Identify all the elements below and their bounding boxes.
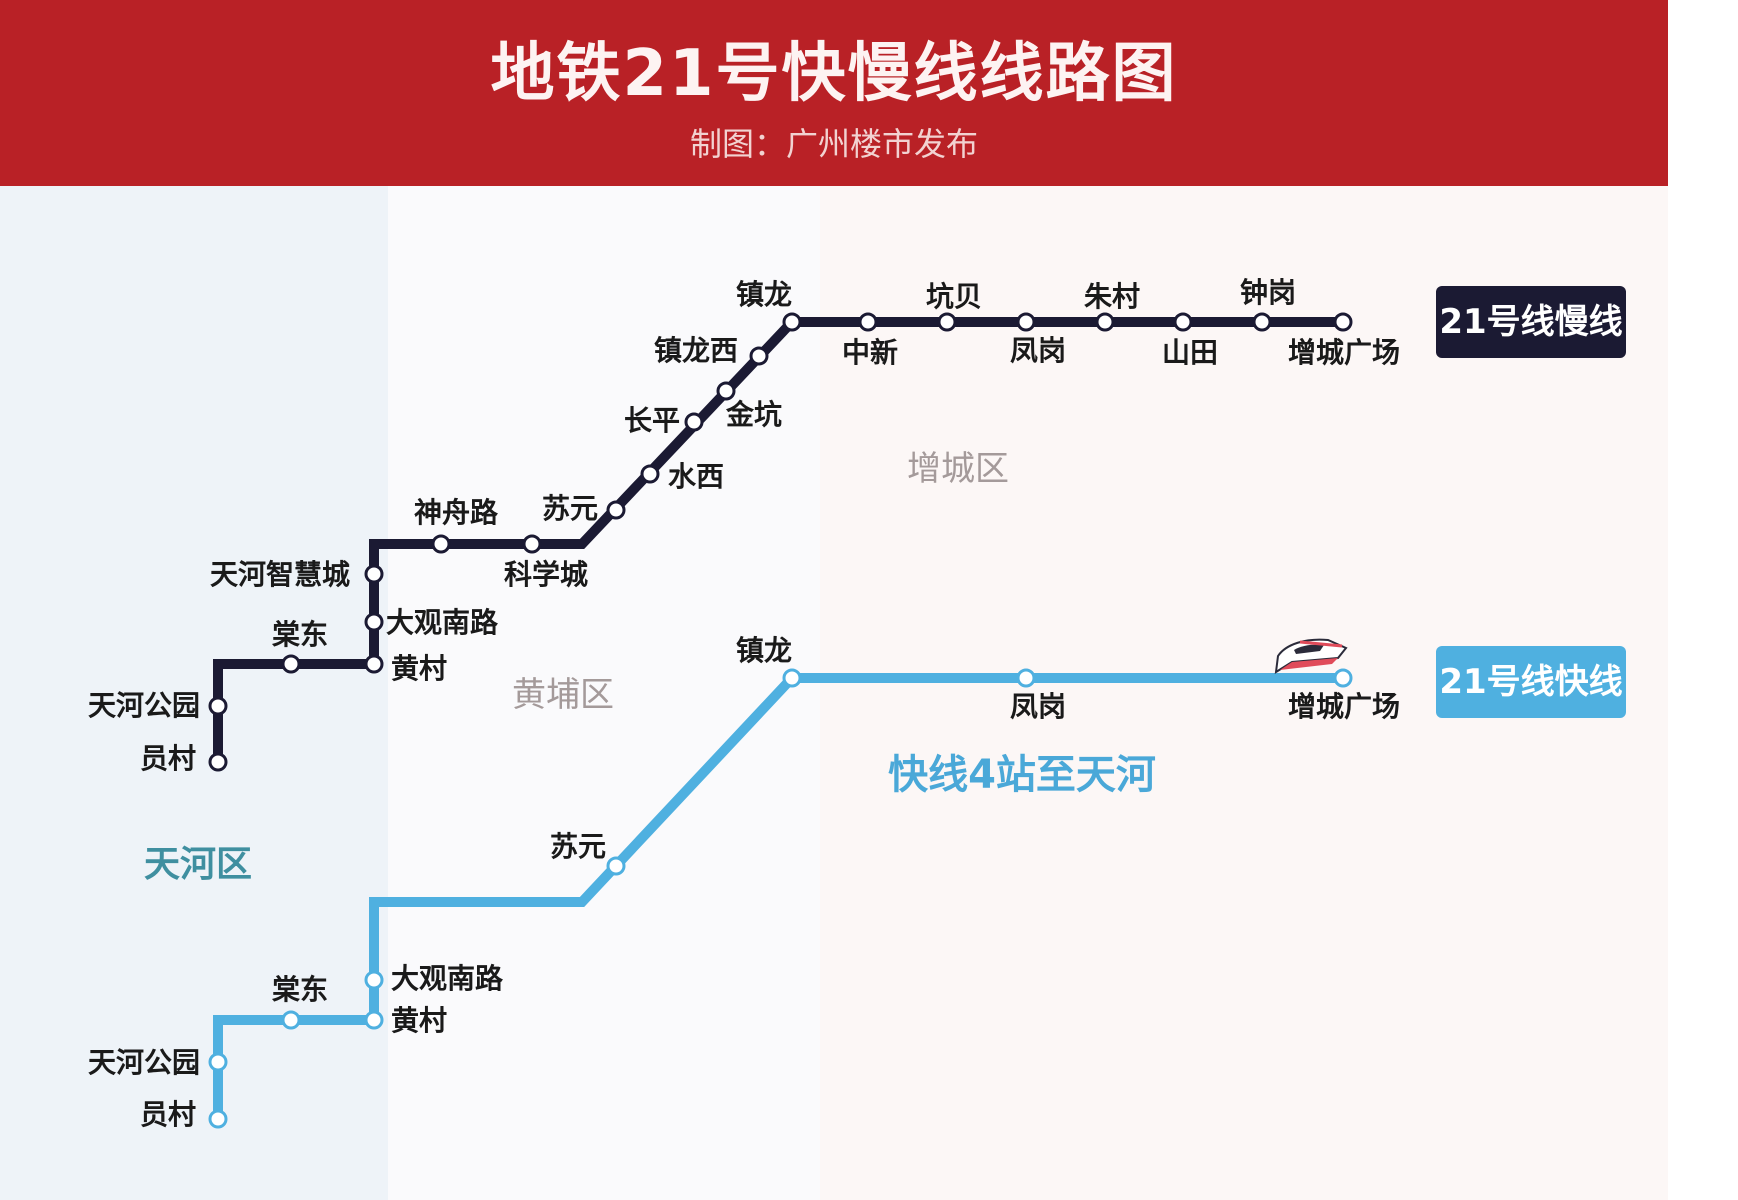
station-node[interactable]	[684, 412, 704, 432]
station-node[interactable]	[364, 612, 384, 632]
station-label: 大观南路	[386, 606, 499, 639]
station-label: 天河公园	[88, 1046, 200, 1079]
station-node[interactable]	[364, 654, 384, 674]
huangpu-district-zone	[388, 186, 820, 1200]
station-node[interactable]	[1333, 668, 1353, 688]
station-node[interactable]	[364, 1010, 384, 1030]
station-label: 苏元	[550, 830, 606, 863]
station-label: 大观南路	[391, 962, 504, 995]
map-credit: 制图：广州楼市发布	[689, 125, 978, 163]
station-label: 苏元	[542, 492, 598, 525]
fast-line-route	[213, 673, 1343, 1119]
station-label: 朱村	[1084, 280, 1140, 313]
station-label: 镇龙	[736, 278, 792, 311]
station-node[interactable]	[858, 312, 878, 332]
fast-line-stations	[208, 668, 1353, 1129]
station-node[interactable]	[208, 1109, 228, 1129]
station-node[interactable]	[606, 856, 626, 876]
station-label: 天河智慧城	[210, 558, 350, 591]
station-label: 黄村	[391, 652, 447, 685]
station-label: 神舟路	[414, 496, 499, 529]
district-label-huangpu: 黄埔区	[512, 675, 614, 715]
station-label: 镇龙西	[654, 334, 738, 367]
station-node[interactable]	[782, 312, 802, 332]
slow-line-labels: 员村 天河公园 棠东 黄村 大观南路 天河智慧城 神舟路 科学城 苏元 水西 长…	[88, 276, 1400, 775]
station-label: 镇龙	[736, 634, 792, 667]
station-label: 凤岗	[1010, 334, 1066, 367]
station-node[interactable]	[1095, 312, 1115, 332]
station-node[interactable]	[281, 654, 301, 674]
right-margin	[1668, 0, 1738, 1200]
station-node[interactable]	[431, 534, 451, 554]
fast-line-labels: 员村 天河公园 棠东 黄村 大观南路 苏元 镇龙 凤岗 增城广场	[88, 634, 1400, 1131]
station-node[interactable]	[716, 381, 736, 401]
station-label: 增城广场	[1288, 690, 1400, 723]
station-label: 员村	[140, 742, 196, 775]
map-title: 地铁21号快慢线线路图	[490, 37, 1178, 111]
station-label: 长平	[624, 404, 680, 437]
station-label: 凤岗	[1010, 690, 1066, 723]
station-label: 天河公园	[88, 689, 200, 722]
station-label: 山田	[1162, 336, 1218, 369]
station-node[interactable]	[364, 564, 384, 584]
station-label: 钟岗	[1240, 276, 1296, 309]
slow-line-stations	[208, 312, 1353, 772]
legend-slow-line: 21号线慢线	[1436, 286, 1626, 358]
title-banner: 地铁21号快慢线线路图 制图：广州楼市发布	[0, 0, 1668, 186]
station-node[interactable]	[640, 464, 660, 484]
station-node[interactable]	[1173, 312, 1193, 332]
station-label: 增城广场	[1288, 336, 1400, 369]
station-label: 坑贝	[926, 280, 982, 313]
station-label: 金坑	[725, 398, 782, 431]
station-label: 中新	[842, 336, 898, 369]
station-label: 科学城	[504, 558, 588, 591]
tianhe-district-zone	[0, 186, 388, 1200]
fast-line-note: 快线4站至天河	[888, 752, 1156, 798]
station-node[interactable]	[522, 534, 542, 554]
high-speed-train-icon	[1274, 638, 1348, 674]
station-node[interactable]	[1333, 312, 1353, 332]
station-node[interactable]	[208, 696, 228, 716]
station-label: 棠东	[271, 973, 328, 1006]
route-map: 增城区 黄埔区 天河区 快线4站至天河	[88, 276, 1400, 1131]
station-label: 员村	[140, 1098, 196, 1131]
district-label-tianhe: 天河区	[144, 844, 252, 885]
station-node[interactable]	[1252, 312, 1272, 332]
station-node[interactable]	[782, 668, 802, 688]
station-label: 水西	[668, 460, 724, 493]
station-node[interactable]	[1016, 312, 1036, 332]
station-label: 黄村	[391, 1004, 447, 1037]
station-node[interactable]	[208, 1052, 228, 1072]
station-node[interactable]	[364, 970, 384, 990]
station-node[interactable]	[208, 752, 228, 772]
station-label: 棠东	[271, 618, 328, 651]
station-node[interactable]	[606, 500, 626, 520]
station-node[interactable]	[937, 312, 957, 332]
station-node[interactable]	[1016, 668, 1036, 688]
station-node[interactable]	[281, 1010, 301, 1030]
legend-fast-line: 21号线快线	[1436, 646, 1626, 718]
station-node[interactable]	[749, 346, 769, 366]
district-label-zengcheng: 增城区	[907, 449, 1009, 489]
